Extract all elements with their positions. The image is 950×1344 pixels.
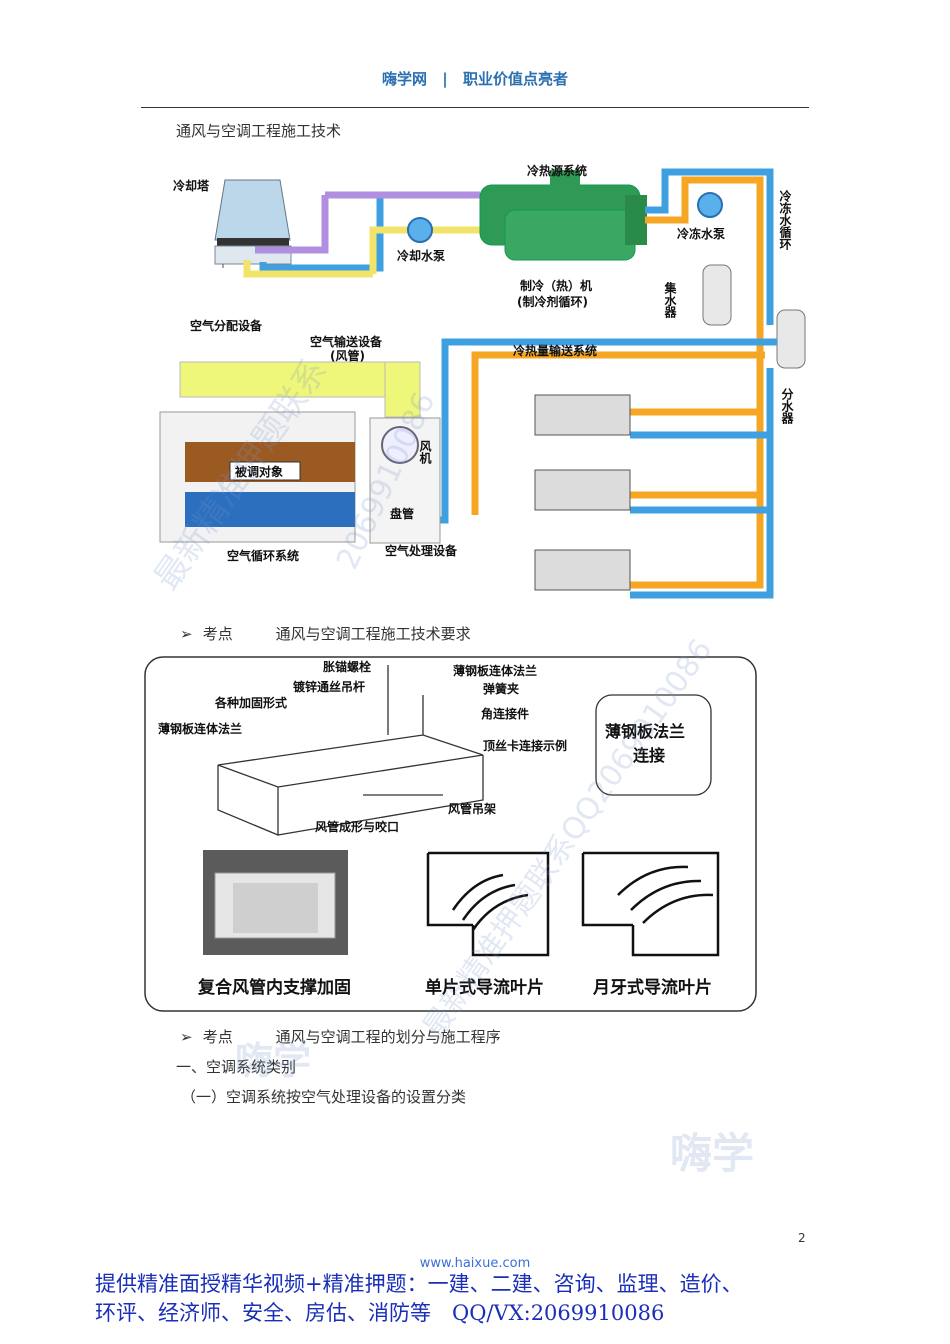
air-distribution-label: 空气分配设备 bbox=[190, 318, 263, 333]
footer-url[interactable]: www.haixue.com bbox=[419, 1256, 531, 1271]
fan-icon bbox=[381, 426, 419, 464]
chiller-graphic bbox=[479, 170, 647, 261]
coil-label: 盘管 bbox=[390, 506, 414, 521]
page-number: 2 bbox=[798, 1231, 806, 1245]
site-name: 嗨学网 bbox=[382, 70, 428, 88]
air-handling-label: 空气处理设备 bbox=[385, 543, 458, 558]
distributor-tank bbox=[776, 309, 806, 369]
chilled-loop-label: 冷冻水循环 bbox=[778, 189, 792, 251]
chiller-label-1: 制冷（热）机 bbox=[520, 278, 592, 293]
section-title: 通风与空调工程施工技术 bbox=[176, 122, 342, 140]
composite-duct-photo bbox=[203, 850, 348, 955]
hanger-rod-label: 镀锌通丝吊杆 bbox=[293, 679, 365, 694]
collector-tank bbox=[702, 264, 732, 326]
flange-top-label: 薄钢板连体法兰 bbox=[453, 663, 537, 678]
reinforce-label: 各种加固形式 bbox=[214, 695, 287, 710]
bullet-arrow-icon: ➢ bbox=[180, 625, 193, 643]
caption-composite: 复合风管内支撑加固 bbox=[197, 977, 351, 998]
header-separator: | bbox=[442, 70, 448, 88]
exam-point-text: 通风与空调工程施工技术要求 bbox=[275, 625, 471, 643]
paragraph-2: （一）空调系统按空气处理设备的设置分类 bbox=[181, 1088, 467, 1106]
corner-label: 角连接件 bbox=[481, 706, 529, 721]
chiller-label-2: (制冷剂循环) bbox=[517, 294, 588, 309]
distributor-label: 分水器 bbox=[780, 387, 794, 425]
chilled-pump-icon bbox=[697, 192, 723, 218]
single-vane-drawing bbox=[426, 851, 550, 957]
cooling-tower-label: 冷却塔 bbox=[173, 178, 210, 193]
hanger-label: 风管吊架 bbox=[448, 801, 496, 816]
air-duct bbox=[179, 361, 421, 398]
flange-box-line2: 连接 bbox=[633, 746, 665, 765]
page-header: 嗨学网 | 职业价值点亮者 bbox=[0, 68, 950, 89]
exam-point-key: 考点 bbox=[202, 1028, 233, 1046]
exam-point-text: 通风与空调工程的划分与施工程序 bbox=[275, 1028, 501, 1046]
flange-box-line1: 薄钢板法兰 bbox=[605, 722, 685, 741]
paragraph-1: 一、空调系统类别 bbox=[176, 1058, 297, 1076]
flange-left-label: 薄钢板连体法兰 bbox=[158, 721, 242, 736]
caption-single-vane: 单片式导流叶片 bbox=[425, 977, 544, 998]
hvac-system-diagram: 冷却塔 冷却水泵 冷热源系统 制冷（热）机 (制冷剂循环) 冷冻水泵 冷冻水循环… bbox=[159, 163, 806, 599]
header-rule bbox=[141, 107, 809, 108]
cooling-pump-icon bbox=[407, 217, 433, 243]
target-label: 被调对象 bbox=[235, 464, 283, 479]
chilled-pump-label: 冷冻水泵 bbox=[677, 226, 725, 241]
fan-label: 风机 bbox=[418, 440, 432, 465]
cooling-tower-graphic bbox=[214, 179, 292, 268]
bullet-arrow-icon: ➢ bbox=[180, 1028, 193, 1046]
site-slogan: 职业价值点亮者 bbox=[462, 70, 568, 88]
spring-clip-label: 弹簧夹 bbox=[483, 681, 519, 696]
collector-label: 集水器 bbox=[663, 281, 677, 319]
heat-conveyance-label: 冷热量输送系统 bbox=[513, 343, 597, 358]
crescent-vane-drawing bbox=[581, 851, 720, 957]
anchor-bolt-label: 胀锚螺栓 bbox=[323, 659, 371, 674]
fan-coil-units bbox=[534, 394, 631, 591]
caption-crescent-vane: 月牙式导流叶片 bbox=[592, 977, 712, 998]
air-conveyance-label-1: 空气输送设备 bbox=[310, 334, 383, 349]
footer-promo-line1: 提供精准面授精华视频+精准押题：一建、二建、咨询、监理、造价、 bbox=[95, 1272, 743, 1296]
watermark-logo-2: 嗨学 bbox=[670, 1129, 755, 1178]
duct-construction-figure: 胀锚螺栓 镀锌通丝吊杆 各种加固形式 薄钢板连体法兰 薄钢板连体法兰 弹簧夹 角… bbox=[144, 656, 757, 1012]
chiller-system-label: 冷热源系统 bbox=[527, 163, 587, 178]
air-cycle-label: 空气循环系统 bbox=[227, 548, 299, 563]
flange-box bbox=[595, 694, 712, 796]
exam-point-key: 考点 bbox=[202, 625, 233, 643]
air-conveyance-label-2: (风管) bbox=[330, 348, 365, 363]
top-clip-label: 顶丝卡连接示例 bbox=[483, 738, 567, 753]
forming-label: 风管成形与咬口 bbox=[315, 819, 399, 834]
cooling-pump-label: 冷却水泵 bbox=[397, 248, 445, 263]
exam-point-2: ➢ 考点 通风与空调工程的划分与施工程序 bbox=[180, 1026, 501, 1047]
duct-drawing bbox=[217, 665, 484, 836]
footer-promo-line2: 环评、经济师、安全、房估、消防等 QQ/VX:2069910086 bbox=[95, 1301, 665, 1325]
exam-point-1: ➢ 考点 通风与空调工程施工技术要求 bbox=[180, 623, 471, 644]
